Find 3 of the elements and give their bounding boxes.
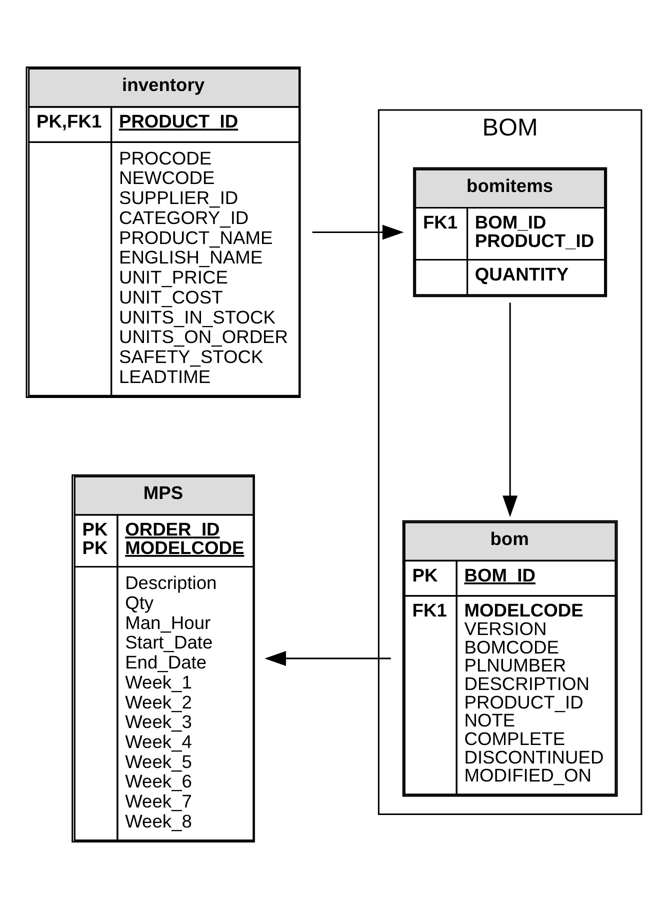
- arrow: [312, 224, 404, 240]
- arrow: [502, 302, 518, 518]
- arrow: [264, 650, 391, 666]
